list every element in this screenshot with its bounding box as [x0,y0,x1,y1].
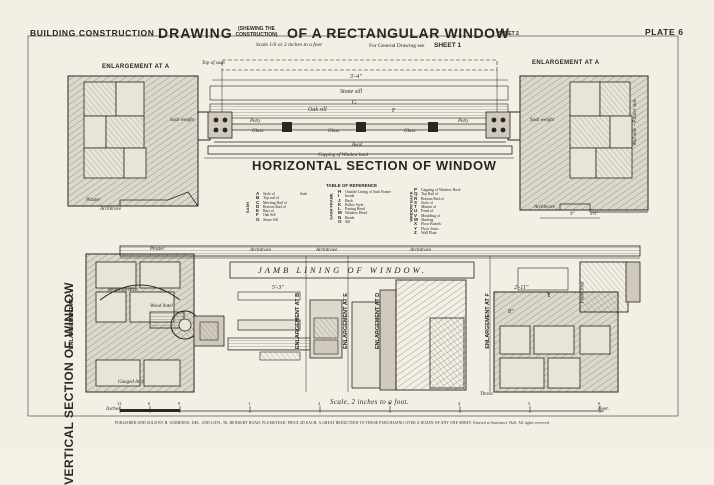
label-glass-left: Glass [252,129,264,134]
ref-group-sash: SASH [245,201,251,214]
scale-tick-12: 12 [117,401,122,406]
enlargement-a-right: ENLARGEMENT AT A [532,60,600,66]
horizontal-section-drawing [67,59,649,219]
label-architrave: Architrave [100,207,122,212]
label-dimension-width: 3'-4" [350,74,362,80]
label-bead: Bead [352,143,363,148]
scale-tick-1: 1 [248,401,251,406]
label-dim-2-11: 2'-11" [514,285,529,291]
enlargement-a-left: ENLARGEMENT AT A [102,64,170,70]
label-threshold: Threst. [480,392,494,397]
label-dim-3-5: 3½" [590,212,599,217]
label-top-of-sash: Top of sash [202,61,225,66]
scale-feet: Feet. [598,406,610,412]
label-glass-right: Glass [404,129,416,134]
scale-bar-label: Scale, 2 inches to a foot. [330,398,410,406]
scale-tick-6: 6 [148,401,151,406]
label-v-architrave-2: Architrave [316,248,338,253]
title-showing: (SHEWING THE CONSTRUCTION) [235,26,278,38]
horizontal-section-title: HORIZONTAL SECTION OF WINDOW [252,158,497,173]
drawing-sheet: BUILDING CONSTRUCTION PLATE 6 DRAWING (S… [27,25,684,485]
label-putty-left: Putty [250,119,261,124]
ref-group-sash-frame: SASH FRAME [328,193,334,220]
title-rest: OF A RECTANGULAR WINDOW [287,25,510,41]
label-v-architrave-1: Architrave [250,248,272,253]
general-sheet: SHEET 1 [434,42,462,49]
scale-tick-3: 3 [388,401,391,406]
scale-note: Scale 1/6 or 2 inches to a foot [256,42,322,48]
label-v-plaster: Plaster [150,247,165,252]
scale-inches: Inches. [106,406,122,412]
enlargement-f: ENLARGEMENT AT F [484,293,491,349]
label-wood-lintel: Wood lintel [150,304,173,309]
label-putty-right: Putty [458,119,469,124]
label-architrave-right: Architrave [534,205,556,210]
label-oak-sill: Oak sill [308,107,327,113]
scale-tick-6b: 6 [598,401,601,406]
label-plaster: Plaster [86,198,101,203]
title-drawing: DRAWING [158,25,233,41]
label-y: Y [546,290,552,299]
label-v-architrave-3: Architrave [410,248,432,253]
label-sash-weight-right: Sash weight [530,118,555,123]
label-capping: Capping of Window back [318,153,369,158]
ref-group-window-back: WINDOW BACK [408,191,414,222]
scale-tick-0: 0 [178,401,181,406]
label-dim-8: 8" [508,309,514,315]
scale-bar-graphic [119,406,604,413]
vertical-section-drawing [85,245,641,393]
sheet-number: SHEET 2 [498,31,519,37]
label-g: G [352,100,357,106]
ref-sash-suffix: Sash [300,192,308,196]
label-dim-9: 9" [570,212,575,217]
scale-tick-2: 2 [318,401,321,406]
reference-title: TABLE OF REFERENCE [326,183,378,188]
label-stone-sill: Stone sill [340,89,363,95]
label-gauged-arch: Gauged Arch [118,380,145,385]
jamb-lining-text: JAMB LINING OF WINDOW. [258,265,428,275]
drawing-canvas [27,35,679,417]
label-sash-weight-left: Sash weight [170,118,195,123]
label-glass-mid: Glass [328,129,340,134]
enlargement-d: ENLARGEMENT AT D [375,292,382,350]
label-floor-joist: Floor Joist [580,281,586,304]
label-f: F [392,108,396,114]
label-relieving-arch: Relieving Arch [108,288,138,293]
scale-tick-5: 5 [528,401,531,406]
label-wall-side: Wall side – Plaster side [633,98,639,147]
general-drawing-note: For General Drawing see [369,43,425,49]
enlargement-c: ENLARGEMENT AT C [69,292,76,350]
enlargement-b: ENLARGEMENT AT B [295,292,302,350]
enlargement-e: ENLARGEMENT AT E [342,293,349,349]
plate-number: PLATE 6 [645,27,684,37]
scale-tick-4: 4 [458,401,461,406]
publisher-footer: PUBLISHED AND SOLD BY H. GUBBIDGE, DEL. … [115,421,550,425]
label-dim-5-3: 5'-3" [272,285,284,291]
header-left: BUILDING CONSTRUCTION [30,28,155,38]
